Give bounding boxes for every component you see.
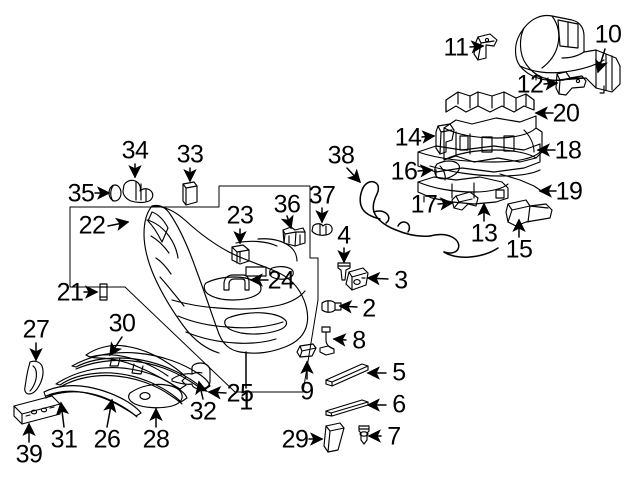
leader-grille-insert [109,336,123,357]
headlamp-washer-cover-part [147,211,169,243]
callout-label-38: 38 [327,141,355,170]
callout-label-22: 22 [78,211,106,240]
impact-reinforcement-bar-part [514,14,621,94]
callout-label-3: 3 [394,266,408,295]
callout-label-36: 36 [273,190,301,219]
lower-spoiler-strip-part [43,385,142,418]
wiring-harness-part [359,180,499,258]
molding-strip-upper-part [325,363,369,387]
callout-label-35: 35 [67,179,95,208]
bracket-clip-part [345,267,369,291]
push-pin-retainer-part [358,425,370,445]
callout-label-2: 2 [362,294,376,323]
leader-wiring-harness [346,167,362,184]
clip-retainer-part [434,160,460,181]
leader-wire-bracket [332,333,347,347]
callout-label-39: 39 [15,440,43,469]
leader-screw-small [338,299,358,314]
callout-label-29: 29 [281,425,309,454]
callout-label-5: 5 [392,358,406,387]
wire-bracket-part [319,326,335,356]
leader-lower-spoiler-strip [55,401,70,428]
leader-bracket-left-upper [469,40,485,54]
bracket-small-left-part [435,123,455,155]
callout-label-15: 15 [505,235,533,264]
callout-label-31: 31 [50,425,78,454]
callout-label-21: 21 [56,278,84,307]
callout-label-25: 25 [226,379,254,408]
callout-label-11: 11 [443,33,469,62]
bracket-upper-center-part [182,181,198,206]
leader-bracket-small-right [437,197,454,211]
leader-headlamp-washer-cover [107,217,130,231]
leader-impact-reinforcement-bar [595,48,608,74]
clip-small-part [296,343,317,358]
callout-label-34: 34 [121,136,149,165]
callout-label-28: 28 [142,425,170,454]
side-bracket-left-part [24,360,44,395]
callout-label-23: 23 [226,201,254,230]
screw-small-part [321,300,342,313]
callout-label-4: 4 [337,221,351,250]
callout-label-17: 17 [410,190,438,219]
upper-grille-support-part [445,91,535,113]
bolt-part [337,262,351,281]
callout-label-14: 14 [394,123,422,152]
callout-label-33: 33 [176,140,204,169]
callout-label-1: 1 [239,387,253,416]
retainer-pin-part [171,362,211,390]
license-plate-bracket-part [13,395,61,425]
callout-label-32: 32 [189,397,217,426]
callout-label-16: 16 [390,157,418,186]
callout-label-30: 30 [108,309,136,338]
side-trim-clip-part [323,422,345,453]
leader-bracket-small-left [421,130,436,144]
clip-side-part [99,283,108,301]
lower-absorber-part [417,176,509,205]
callout-label-26: 26 [93,425,121,454]
callout-label-7: 7 [387,422,401,451]
sensor-bracket-part [282,226,306,247]
radiator-support-panel-part [443,115,543,163]
bumper-group-box [69,185,319,393]
leader-lower-grille-trim [207,385,227,400]
molding-strip-lower-part [325,399,369,417]
leader-lower-moulding [103,398,117,428]
washer-nozzle-part [122,179,154,204]
callout-label-18: 18 [554,136,582,165]
callout-label-20: 20 [552,99,580,128]
cap-cover-part [108,184,122,202]
leader-bracket-right-upper [543,77,559,91]
fog-lamp-bezel-part [128,383,183,409]
bracket-center-part [231,244,250,265]
bracket-small-right-part [451,191,479,211]
clip-retainer-small-part [311,223,333,236]
leader-lines [22,40,608,446]
bumper-cover-part [143,204,309,354]
callout-label-9: 9 [300,377,314,406]
grille-insert-part [85,344,187,390]
bracket-right-upper-part [555,71,587,96]
callout-label-10: 10 [594,20,622,49]
callout-label-27: 27 [22,315,50,344]
lower-valance-support-part [417,143,541,191]
corner-bracket-part [223,274,250,291]
leader-bracket-clip [366,271,389,286]
lower-moulding-part [55,367,188,405]
leader-sensor-bracket [280,214,294,230]
leader-retainer-pin [195,380,209,400]
callout-label-19: 19 [555,177,583,206]
callout-label-24: 24 [267,266,295,295]
callout-label-37: 37 [308,181,336,210]
callout-label-8: 8 [352,326,366,355]
callout-label-13: 13 [470,219,498,248]
callout-label-6: 6 [392,390,406,419]
leader-clip-retainer [417,164,434,178]
callout-label-12: 12 [516,70,544,99]
mount-bracket-part [505,199,553,227]
